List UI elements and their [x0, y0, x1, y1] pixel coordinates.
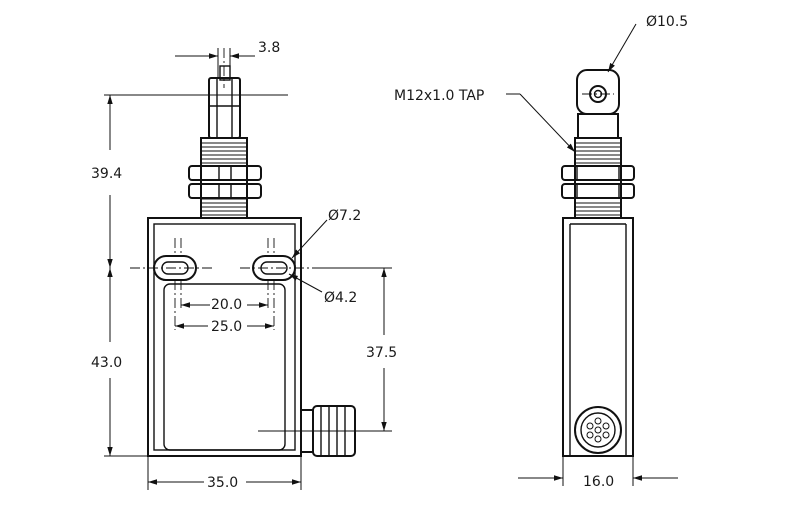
- dim-body-width: 35.0: [147, 456, 302, 491]
- dim-hole-pitch: 20.0 25.0: [175, 297, 274, 335]
- roller-diameter-label: Ø10.5: [646, 14, 688, 30]
- plunger-width-label: 3.8: [258, 40, 280, 56]
- front-body: [147, 217, 302, 457]
- hole-to-cable-label: 37.5: [366, 345, 397, 361]
- hole-diameter-inner-label: Ø4.2: [324, 290, 357, 306]
- front-threaded-bushing: [200, 137, 248, 219]
- dim-roller-diameter: Ø10.5: [607, 14, 688, 73]
- side-roller: [576, 69, 620, 115]
- side-hex-nuts: [561, 165, 635, 199]
- dim-heights: 39.4 43.0: [91, 94, 288, 457]
- side-view: Ø10.5 M12x1.0 TAP 16.0: [394, 14, 688, 490]
- body-width-label: 35.0: [207, 475, 238, 491]
- hole-pitch-outer-label: 25.0: [211, 319, 242, 335]
- dim-thread-callout: M12x1.0 TAP: [394, 88, 576, 153]
- side-threaded-bushing: [574, 137, 622, 219]
- dim-plunger-width: 3.8: [175, 40, 280, 78]
- height-body-label: 43.0: [91, 355, 122, 371]
- dim-hole-to-cable: 37.5: [258, 267, 397, 432]
- side-cable-connector: [574, 406, 622, 454]
- thread-callout-label: M12x1.0 TAP: [394, 88, 484, 104]
- front-hex-nuts: [188, 165, 262, 199]
- body-depth-label: 16.0: [583, 474, 614, 490]
- height-top-label: 39.4: [91, 166, 122, 182]
- side-body: [562, 217, 634, 457]
- hole-diameter-outer-label: Ø7.2: [328, 208, 361, 224]
- front-view: 3.8 39.4 43.0 Ø7.2 Ø4.2 20.0 25.: [91, 40, 397, 491]
- front-plunger: [208, 65, 241, 139]
- dim-hole-diameters: Ø7.2 Ø4.2: [288, 208, 361, 306]
- dim-body-depth: 16.0: [518, 456, 678, 490]
- hole-pitch-inner-label: 20.0: [211, 297, 242, 313]
- side-stem: [577, 113, 619, 139]
